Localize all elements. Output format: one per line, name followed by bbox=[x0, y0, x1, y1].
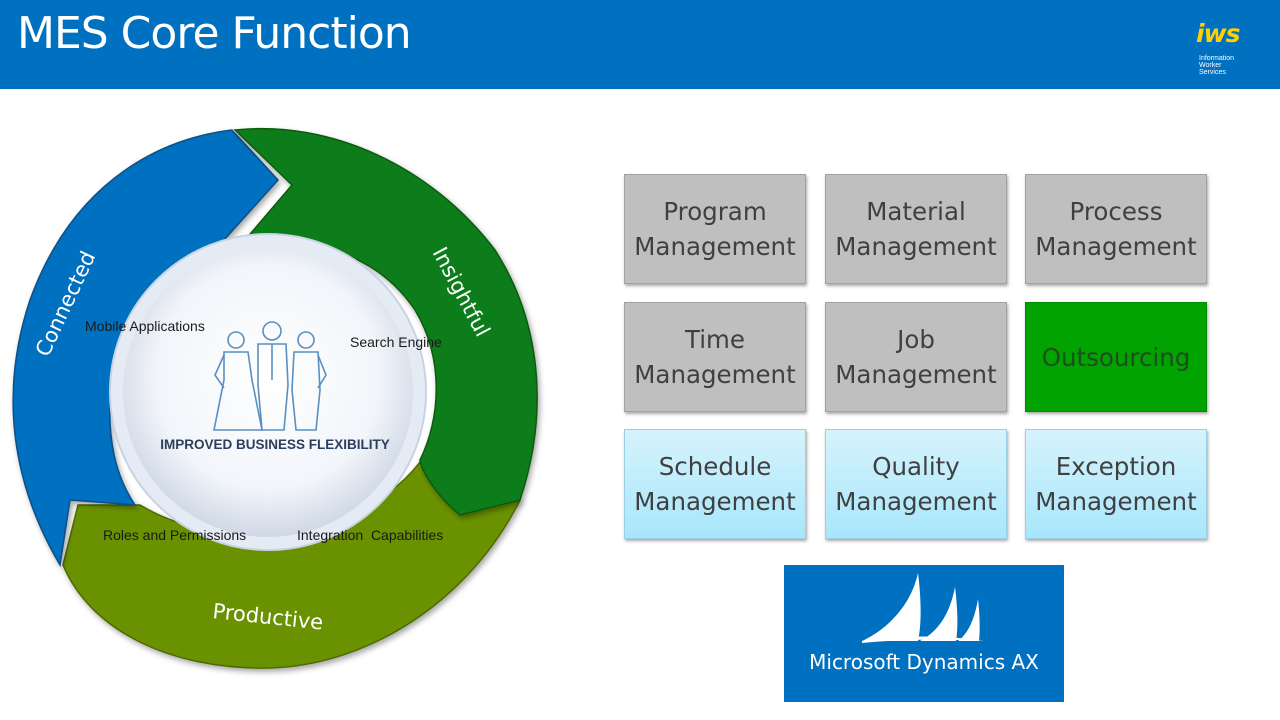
logo-text: Information Worker Services bbox=[1199, 55, 1259, 76]
tile-label: Material Management bbox=[835, 197, 997, 261]
tile-label: Schedule Management bbox=[634, 452, 796, 516]
dynamics-ax-logo: Microsoft Dynamics AX bbox=[784, 565, 1064, 702]
tile-label: Outsourcing bbox=[1041, 342, 1191, 372]
tile-label: Program Management bbox=[634, 197, 796, 261]
center-disc bbox=[123, 247, 413, 537]
tile-label: Process Management bbox=[1035, 197, 1197, 261]
logo-line-3: Services bbox=[1199, 69, 1226, 76]
tile-material-management: Material Management bbox=[825, 174, 1007, 284]
iws-logo: iws Information Worker Services bbox=[1196, 20, 1256, 80]
tile-label: Time Management bbox=[634, 325, 796, 389]
header-bar: MES Core Function iws Information Worker… bbox=[0, 0, 1280, 89]
tile-program-management: Program Management bbox=[624, 174, 806, 284]
people-icon bbox=[213, 321, 327, 431]
tile-quality-management: Quality Management bbox=[825, 429, 1007, 539]
cycle-diagram: Connected Insightful Productive bbox=[0, 100, 560, 700]
integration-capabilities-label: Integration Capabilities bbox=[297, 527, 444, 543]
tile-label: Exception Management bbox=[1035, 452, 1197, 516]
tile-time-management: Time Management bbox=[624, 302, 806, 412]
tile-label: Job Management bbox=[835, 325, 997, 389]
cycle-arrows: Connected Insightful Productive bbox=[12, 127, 538, 669]
logo-line-2: Worker bbox=[1199, 62, 1222, 69]
mobile-applications-label: Mobile Applications bbox=[85, 318, 205, 334]
logo-line-1: Information bbox=[1199, 55, 1235, 62]
sails-logo-icon bbox=[862, 573, 984, 643]
center-text: IMPROVED BUSINESS FLEXIBILITY bbox=[160, 437, 390, 452]
tile-label: Quality Management bbox=[835, 452, 997, 516]
tile-schedule-management: Schedule Management bbox=[624, 429, 806, 539]
search-engine-label: Search Engine bbox=[350, 334, 442, 350]
tile-process-management: Process Management bbox=[1025, 174, 1207, 284]
tile-exception-management: Exception Management bbox=[1025, 429, 1207, 539]
connected-arrow bbox=[12, 129, 280, 568]
logo-mark: iws bbox=[1196, 19, 1241, 48]
tile-job-management: Job Management bbox=[825, 302, 1007, 412]
insightful-arrow bbox=[233, 127, 538, 516]
tile-outsourcing: Outsourcing bbox=[1025, 302, 1207, 412]
page-title: MES Core Function bbox=[17, 8, 412, 59]
dynamics-ax-label: Microsoft Dynamics AX bbox=[809, 650, 1039, 674]
roles-permissions-label: Roles and Permissions bbox=[103, 527, 247, 543]
